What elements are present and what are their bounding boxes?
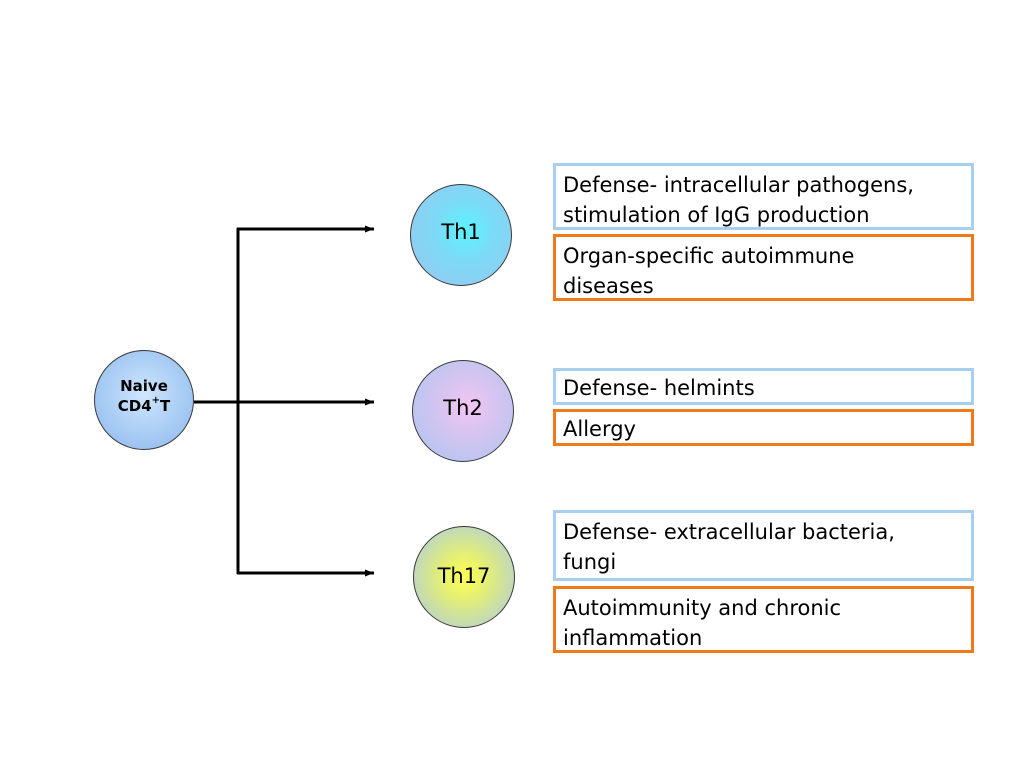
- naive-label: Naive: [120, 377, 168, 395]
- th1-disease-line-2: diseases: [563, 274, 654, 298]
- th2-cell: Th2: [412, 360, 514, 462]
- th17-defense-line-2: fungi: [563, 550, 617, 574]
- th2-label: Th2: [443, 396, 483, 420]
- th17-disease-line-2: inflammation: [563, 626, 703, 650]
- th2-defense-line-1: Defense- helmints: [563, 376, 755, 400]
- th2-disease-line-1: Allergy: [563, 417, 636, 441]
- th2-defense-box: Defense- helmints: [553, 368, 974, 405]
- cd4-label: CD4+T: [117, 395, 171, 416]
- th17-disease-line-1: Autoimmunity and chronic: [563, 596, 842, 620]
- th1-defense-line-2: stimulation of IgG production: [563, 203, 870, 227]
- th17-defense-line-1: Defense- extracellular bacteria,: [563, 520, 895, 544]
- th17-cell: Th17: [413, 526, 515, 628]
- th1-disease-line-1: Organ-specific autoimmune: [563, 244, 855, 268]
- th2-disease-box: Allergy: [553, 409, 974, 446]
- th17-disease-box: Autoimmunity and chronic inflammation: [553, 586, 974, 653]
- th1-cell: Th1: [410, 184, 512, 286]
- naive-cd4-t-cell: Naive CD4+T: [94, 350, 194, 450]
- th1-disease-box: Organ-specific autoimmune diseases: [553, 234, 974, 301]
- th17-label: Th17: [437, 564, 491, 588]
- th1-label: Th1: [441, 220, 481, 244]
- th17-defense-box: Defense- extracellular bacteria, fungi: [553, 510, 974, 581]
- th1-defense-line-1: Defense- intracellular pathogens,: [563, 173, 914, 197]
- th1-defense-box: Defense- intracellular pathogens, stimul…: [553, 163, 974, 230]
